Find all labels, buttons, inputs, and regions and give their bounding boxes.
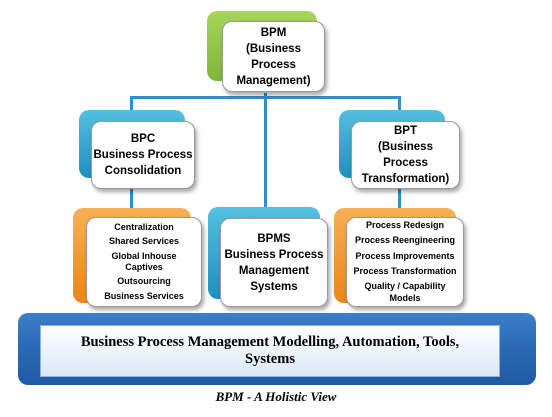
bpm-node-line-2: (Business xyxy=(246,42,301,55)
bpms-node-line-1: BPMS xyxy=(257,232,291,245)
bpt-items-card: Process Redesign Process Reengineering P… xyxy=(346,217,464,307)
foundation-line-1: Business Process Management Modelling, A… xyxy=(80,334,460,350)
bpt-item: Process Transformation xyxy=(353,266,457,276)
bpt-item: Quality / Capability xyxy=(364,281,446,292)
bpc-node: BPC Business Process Consolidation xyxy=(91,121,195,189)
bpm-node-line-3: Process xyxy=(251,58,296,71)
foundation-line-2: Systems xyxy=(245,351,295,367)
bpt-item: Process Redesign xyxy=(365,220,445,231)
bpms-node-line-4: Systems xyxy=(250,280,298,293)
bpc-items-card: Centralization Shared Services Global In… xyxy=(86,217,202,307)
bpc-node-line-2: Business Process xyxy=(93,149,193,161)
bpt-item: Models xyxy=(389,292,421,303)
bpt-node-line-4: Transformation) xyxy=(361,173,450,185)
connector-bpc-items xyxy=(130,188,133,212)
connector-bpc-vertical xyxy=(130,96,133,112)
bpc-node-line-1: BPC xyxy=(130,133,156,145)
bpms-node: BPMS Business Process Management Systems xyxy=(220,218,328,307)
bpt-node: BPT (Business Process Transformation) xyxy=(351,121,460,189)
bpt-node-line-3: Process xyxy=(383,157,428,169)
bpms-node-line-2: Business Process xyxy=(224,248,324,261)
bpt-item: Process Reengineering xyxy=(354,235,456,246)
bpc-item: Business Services xyxy=(104,290,184,301)
bpc-item: Global Inhouse xyxy=(111,250,177,261)
bpm-node-line-4: Management) xyxy=(236,74,311,87)
bpc-item: Captives xyxy=(125,262,163,272)
bpms-node-line-3: Management xyxy=(238,264,310,277)
connector-bpt-vertical xyxy=(398,96,401,112)
bpc-item: Outsourcing xyxy=(117,276,171,287)
bpt-node-line-2: (Business xyxy=(378,141,433,153)
bpc-node-line-3: Consolidation xyxy=(104,165,182,177)
bpc-item: Shared Services xyxy=(108,236,180,247)
bpm-node-line-1: BPM xyxy=(260,26,287,39)
foundation-label: Business Process Management Modelling, A… xyxy=(40,325,500,377)
bpm-node: BPM (Business Process Management) xyxy=(222,21,325,92)
bpt-item: Process Improvements xyxy=(355,250,455,261)
connector-bpt-items xyxy=(398,188,401,212)
bpt-node-line-1: BPT xyxy=(394,125,417,137)
diagram-caption: BPM - A Holistic View xyxy=(215,389,337,404)
bpc-item: Centralization xyxy=(114,222,174,233)
connector-horizontal xyxy=(130,96,400,99)
connector-top-vertical xyxy=(264,93,267,213)
